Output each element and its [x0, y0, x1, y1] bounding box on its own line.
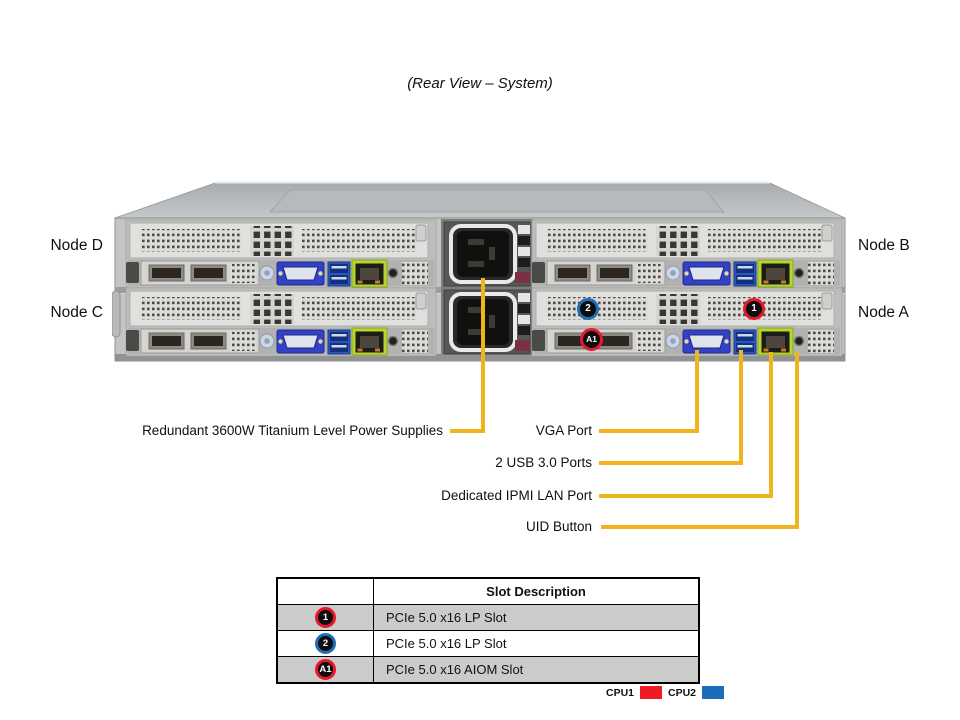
power-supply-top — [442, 220, 532, 288]
table-header-row: Slot Description — [278, 579, 698, 605]
node-a-sled — [531, 287, 843, 357]
node-d-label: Node D — [50, 237, 103, 254]
slot-description-table: Slot Description 1 PCIe 5.0 x16 LP Slot … — [276, 577, 700, 684]
slot-a1-badge: A1 — [580, 328, 603, 351]
uid-leader-line — [601, 352, 799, 529]
node-c-sled — [125, 287, 437, 357]
table-row: 2 PCIe 5.0 x16 LP Slot — [278, 631, 698, 657]
node-b-sled — [531, 219, 843, 289]
node-b-label: Node B — [858, 237, 910, 254]
table-row: A1 PCIe 5.0 x16 AIOM Slot — [278, 657, 698, 682]
slot-a1-description: PCIe 5.0 x16 AIOM Slot — [386, 662, 524, 677]
psu-callout-label: Redundant 3600W Titanium Level Power Sup… — [142, 423, 443, 438]
figure-title: (Rear View – System) — [407, 75, 553, 92]
power-supply-bottom — [442, 288, 532, 356]
cpu-legend: CPU1 CPU2 — [606, 686, 725, 699]
server-rear-illustration — [112, 181, 846, 362]
slot-2-badge: 2 — [577, 298, 599, 320]
slot-a1-table-badge: A1 — [315, 659, 336, 680]
node-c-label: Node C — [50, 304, 103, 321]
vga-callout-label: VGA Port — [535, 423, 592, 438]
slot-1-badge: 1 — [743, 298, 765, 320]
slot-2-table-badge: 2 — [315, 633, 336, 654]
chassis-lid — [114, 181, 846, 219]
ipmi-callout-label: Dedicated IPMI LAN Port — [441, 488, 592, 503]
power-supply-bay — [441, 219, 533, 356]
table-header-label: Slot Description — [486, 584, 586, 599]
slot-1-table-badge: 1 — [315, 607, 336, 628]
node-a-label: Node A — [858, 304, 909, 321]
slot-2-description: PCIe 5.0 x16 LP Slot — [386, 636, 507, 651]
cpu1-legend-label: CPU1 — [606, 686, 635, 699]
slot-1-description: PCIe 5.0 x16 LP Slot — [386, 610, 507, 625]
table-row: 1 PCIe 5.0 x16 LP Slot — [278, 605, 698, 631]
cpu2-color-swatch — [702, 686, 725, 699]
usb-callout-label: 2 USB 3.0 Ports — [495, 455, 592, 470]
table-header-badge-cell — [278, 579, 374, 604]
cpu2-legend-label: CPU2 — [668, 686, 697, 699]
node-d-sled — [125, 219, 437, 289]
ipmi-leader-line — [599, 352, 773, 498]
uid-callout-label: UID Button — [525, 519, 592, 534]
cpu1-color-swatch — [640, 686, 663, 699]
